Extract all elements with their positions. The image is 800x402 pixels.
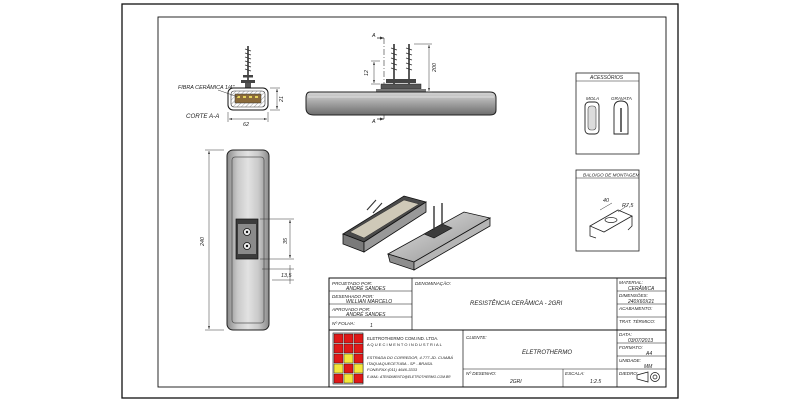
first-dihedral-label: DIEDRO: <box>619 371 639 376</box>
dim-terminal-spacing: 35 <box>283 237 289 244</box>
unit-value: MM <box>644 364 653 370</box>
company-logo <box>332 332 364 385</box>
top-view <box>205 149 294 331</box>
dim-section-width: 62 <box>243 122 249 128</box>
accessory-1-label: MOLA <box>586 96 599 101</box>
insulation-label: FIBRA CERÂMICA 1/4" <box>178 84 235 91</box>
client-value: ELETROTHERMO <box>522 350 572 356</box>
company-tagline: A Q U E C I M E N T O I N D U S T R I A … <box>367 342 443 347</box>
company-address-2: ITAQUAQUECETUBA - SP - BRASIL <box>367 361 433 366</box>
scale-label: ESCALA: <box>565 371 585 376</box>
approved-by-value: ANDRÉ SANDES <box>345 311 386 318</box>
sheet-no-value: 1 <box>370 323 373 329</box>
approved-by-label: APROVADO POR: <box>331 307 371 312</box>
title-block <box>328 277 667 388</box>
material-label: MATERIAL: <box>619 280 644 285</box>
section-marker-bottom: A <box>371 119 376 125</box>
mounting-title: BALOIGO DE MONTAGEM <box>583 173 639 178</box>
dimensions-value: 240X60X21 <box>627 299 654 305</box>
dim-overall-height: 200 <box>432 63 438 73</box>
section-view <box>217 46 280 122</box>
designation-value: RESISTÊNCIA CERÂMICA - 2GRI <box>470 299 563 307</box>
projected-by-label: PROJETADO POR: <box>332 281 373 286</box>
company-address-1: ESTRADA DO CORREDOR, 4.777-JD. CUIABÁ <box>367 355 453 360</box>
designed-by-value: WILLIAN MARCELO <box>346 299 392 305</box>
isometric-view-bottom <box>342 195 427 253</box>
date-value: 03/07/2013 <box>628 338 653 344</box>
format-value: A4 <box>645 351 652 357</box>
section-label: CORTE A-A <box>186 113 219 120</box>
designation-label: DENOMINAÇÃO: <box>415 280 452 286</box>
section-marker-top: A <box>371 33 376 39</box>
finish-label: ACABAMENTO: <box>618 306 653 311</box>
drawing-no-value: 2GRI <box>509 379 522 385</box>
sheet-no-label: Nº FOLHA: <box>332 321 356 326</box>
accessory-2-label: GRAVATA <box>611 96 632 101</box>
client-label: CLIENTE: <box>466 335 487 340</box>
projected-by-value: ANDRÉ SANDES <box>345 285 386 292</box>
unit-label: UNIDADE: <box>619 358 642 363</box>
heat-treatment-label: TRAT. TÉRMICO: <box>619 318 656 324</box>
designed-by-label: DESENHADO POR: <box>332 294 374 299</box>
dimensions-label: DIMENSÕES: <box>619 292 649 298</box>
dim-length: 240 <box>200 237 206 247</box>
scale-value: 1:2.5 <box>590 379 601 385</box>
dim-terminal-height: 12 <box>364 70 370 76</box>
format-label: FORMATO: <box>619 345 644 350</box>
company-email: E-MAIL: ATENDIMENTO@ELETROTHERMO.COM.BR <box>367 375 451 379</box>
dim-edge-offset: 13,5 <box>281 273 292 279</box>
mounting-dim-1: 40 <box>603 198 609 204</box>
isometric-view-top <box>386 203 492 271</box>
date-label: DATA: <box>619 332 633 337</box>
dim-section-height: 21 <box>279 96 285 103</box>
accessories-title: ACESSÓRIOS <box>589 74 624 81</box>
projection-symbol-icon <box>636 371 660 383</box>
front-view <box>305 36 497 121</box>
company-name: ELETROTHERMO COM.IND. LTDA. <box>367 336 438 341</box>
drawing-no-label: Nº DESENHO: <box>466 371 497 376</box>
mounting-dim-2: R7,5 <box>622 203 634 209</box>
company-phone: FONE/FAX:(011) 4646-3333 <box>367 367 418 372</box>
mounting-box <box>575 169 640 252</box>
material-value: CERÂMICA <box>628 285 655 292</box>
accessories-box <box>575 72 640 155</box>
